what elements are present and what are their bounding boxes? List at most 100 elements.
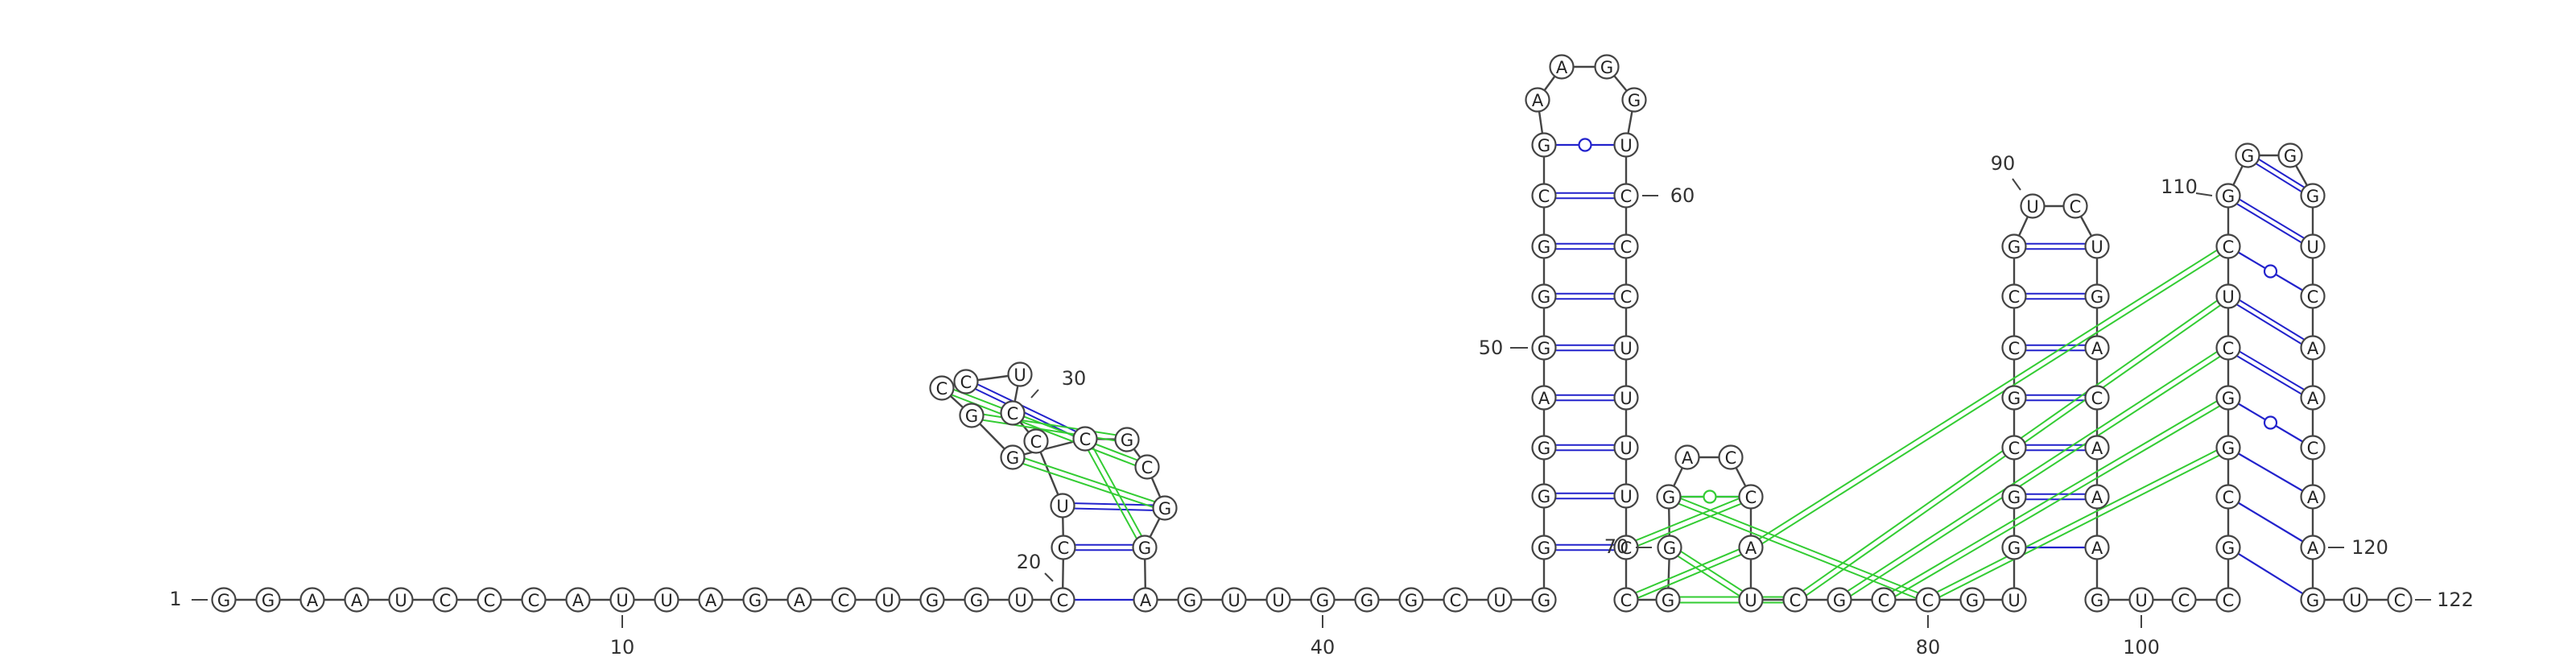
nucleotide-circle xyxy=(2300,335,2326,361)
nucleotide-circle xyxy=(1152,495,1178,521)
nucleotide: G xyxy=(1959,587,1985,613)
nucleotide: A xyxy=(2300,484,2326,510)
nucleotide: U xyxy=(2300,233,2326,259)
base-pair-line xyxy=(2226,196,2312,250)
position-number: 70 xyxy=(1604,535,1629,558)
nucleotide: U xyxy=(654,587,679,613)
nucleotide-letter: G xyxy=(2008,539,2021,558)
nucleotide-letter: C xyxy=(2091,389,2103,408)
nucleotide-letter: A xyxy=(2307,389,2319,408)
nucleotide: G xyxy=(1310,587,1335,613)
nucleotide-letter: A xyxy=(2091,439,2103,458)
nucleotide-letter: C xyxy=(1790,591,1802,610)
nucleotide-circle xyxy=(1613,283,1639,309)
nucleotide-circle xyxy=(1050,587,1075,613)
nucleotide: G xyxy=(1531,587,1557,613)
nucleotide-circle xyxy=(1132,535,1158,560)
nucleotide-letter: C xyxy=(2307,439,2319,458)
nucleotide-letter: U xyxy=(1493,591,1505,610)
nucleotide-circle xyxy=(1782,587,1808,613)
nucleotide-circle xyxy=(1051,535,1076,560)
nucleotide-letter: U xyxy=(2091,238,2103,257)
nucleotide-circle xyxy=(2062,193,2088,219)
nucleotide-circle xyxy=(2084,385,2110,411)
nucleotide: U xyxy=(1221,587,1247,613)
nucleotide: C xyxy=(1613,535,1639,560)
nucleotide: A xyxy=(1525,87,1550,113)
nucleotide-circle xyxy=(1007,361,1033,387)
nucleotide-letter: G xyxy=(2091,287,2103,307)
nucleotide: C xyxy=(2084,385,2110,411)
nucleotide-circle xyxy=(875,587,901,613)
nucleotide-letter: G xyxy=(965,407,978,426)
position-tick xyxy=(2195,192,2213,196)
nucleotide: C xyxy=(2300,435,2326,461)
nucleotide: G xyxy=(959,403,985,428)
nucleotide: A xyxy=(2300,535,2326,560)
nucleotide-circle xyxy=(2001,283,2027,309)
nucleotide-circle xyxy=(2084,435,2110,461)
nucleotide-letter: C xyxy=(1725,448,1737,468)
nucleotide-circle xyxy=(2300,283,2326,309)
nucleotide: U xyxy=(1265,587,1291,613)
nucleotide-circle xyxy=(742,587,768,613)
nucleotide-circle xyxy=(1613,233,1639,259)
nucleotide-circle xyxy=(1531,233,1557,259)
nucleotide-letter: C xyxy=(1141,458,1154,477)
pseudoknot-pair-line xyxy=(1626,549,1752,604)
nucleotide-letter: C xyxy=(2223,488,2235,507)
nucleotide: A xyxy=(2084,535,2110,560)
nucleotide-letter: A xyxy=(2307,488,2319,507)
nucleotide-circle xyxy=(2215,335,2241,361)
nucleotide: G xyxy=(2215,535,2241,560)
pseudoknot-pair-line xyxy=(1752,248,2231,551)
nucleotide-circle xyxy=(2001,435,2027,461)
nucleotide-letter: A xyxy=(2307,539,2319,558)
pseudoknot-pair-line xyxy=(1011,459,1165,512)
base-pair-line xyxy=(2229,293,2315,347)
nucleotide-letter: A xyxy=(2307,339,2319,358)
nucleotide-circle xyxy=(831,587,857,613)
nucleotide-letter: C xyxy=(1058,539,1070,558)
nucleotide-circle xyxy=(1398,587,1424,613)
nucleotide-letter: U xyxy=(881,591,894,610)
nucleotide-circle xyxy=(786,587,812,613)
nucleotide: C xyxy=(1613,283,1639,309)
position-number: 120 xyxy=(2351,536,2388,559)
nucleotide: A xyxy=(1531,385,1557,411)
base-pair-line xyxy=(2227,447,2314,498)
nucleotide: C xyxy=(1050,587,1075,613)
nucleotide-letter: U xyxy=(1620,439,1632,458)
nucleotide: C xyxy=(1051,535,1076,560)
nucleotide-circle xyxy=(654,587,679,613)
pseudoknot-pair-line xyxy=(1013,453,1166,506)
nucleotide-letter: C xyxy=(1620,539,1633,558)
nucleotide: C xyxy=(2001,335,2027,361)
nucleotide-letter: C xyxy=(1620,287,1633,307)
nucleotide: C xyxy=(1443,587,1468,613)
nucleotide-letter: G xyxy=(1158,499,1171,518)
nucleotide-circle xyxy=(2171,587,2197,613)
nucleotide-circle xyxy=(1133,587,1158,613)
nucleotide: G xyxy=(1531,132,1557,158)
nucleotide-letter: U xyxy=(1620,339,1632,358)
nucleotide: C xyxy=(2001,435,2027,461)
nucleotide-circle xyxy=(698,587,724,613)
nucleotide-circle xyxy=(2235,142,2260,168)
nucleotide-circle xyxy=(2084,535,2110,560)
nucleotide-letter: C xyxy=(936,379,948,399)
nucleotide: U xyxy=(1613,483,1639,509)
nucleotide-circle xyxy=(1000,444,1026,470)
position-number: 122 xyxy=(2437,589,2474,611)
nucleotide-letter: C xyxy=(1030,432,1042,452)
wobble-pair-marker xyxy=(2263,264,2278,279)
nucleotide: G xyxy=(1531,435,1557,461)
nucleotide: C xyxy=(1871,587,1897,613)
nucleotide: C xyxy=(1023,428,1049,454)
position-tick xyxy=(1044,572,1054,582)
nucleotide-letter: U xyxy=(616,591,628,610)
nucleotide: A xyxy=(698,587,724,613)
nucleotide-letter: C xyxy=(1057,591,1069,610)
nucleotide-circle xyxy=(1531,132,1557,158)
